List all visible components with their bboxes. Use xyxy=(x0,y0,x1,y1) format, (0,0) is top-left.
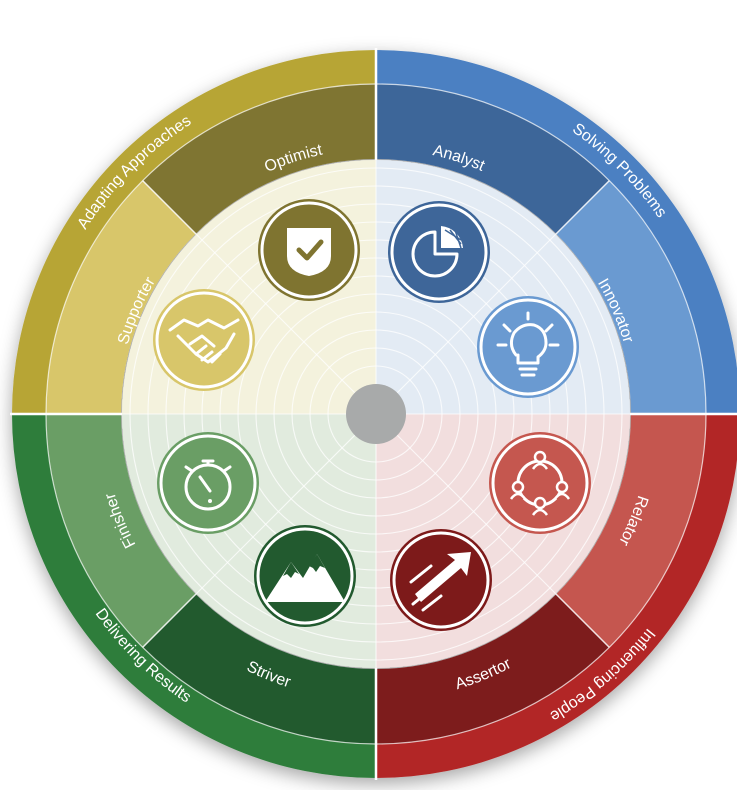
stopwatch-icon xyxy=(157,432,259,534)
segment-finisher xyxy=(46,414,196,648)
segment-supporter xyxy=(46,180,196,414)
segment-analyst xyxy=(376,84,610,234)
grid-spoke xyxy=(196,234,377,415)
shield-check-icon xyxy=(258,199,360,301)
ring-divider xyxy=(45,83,707,745)
segment-divider xyxy=(555,593,610,648)
segment-divider xyxy=(555,180,610,235)
outer-ring-adapting xyxy=(12,50,376,414)
segment-innovator xyxy=(556,180,706,414)
segment-relator xyxy=(556,414,706,648)
handshake-icon xyxy=(153,289,255,391)
segment-divider xyxy=(142,180,197,235)
segment-optimist xyxy=(142,84,376,234)
arrow-up-right-icon xyxy=(390,529,492,631)
segment-striver xyxy=(142,594,376,744)
grid-spoke xyxy=(375,234,556,415)
center-hub xyxy=(346,384,406,444)
grid-spoke xyxy=(196,413,377,594)
outer-ring-delivering xyxy=(12,414,376,778)
outer-ring-influencing xyxy=(376,414,737,778)
outer-ring-solving xyxy=(376,50,737,414)
lightbulb-icon xyxy=(477,296,579,398)
mountain-icon xyxy=(254,525,356,627)
people-network-icon xyxy=(489,432,591,534)
segment-assertor xyxy=(376,594,610,744)
pie-chart-icon xyxy=(388,201,490,303)
segment-divider xyxy=(142,593,197,648)
grid-spoke xyxy=(375,413,556,594)
